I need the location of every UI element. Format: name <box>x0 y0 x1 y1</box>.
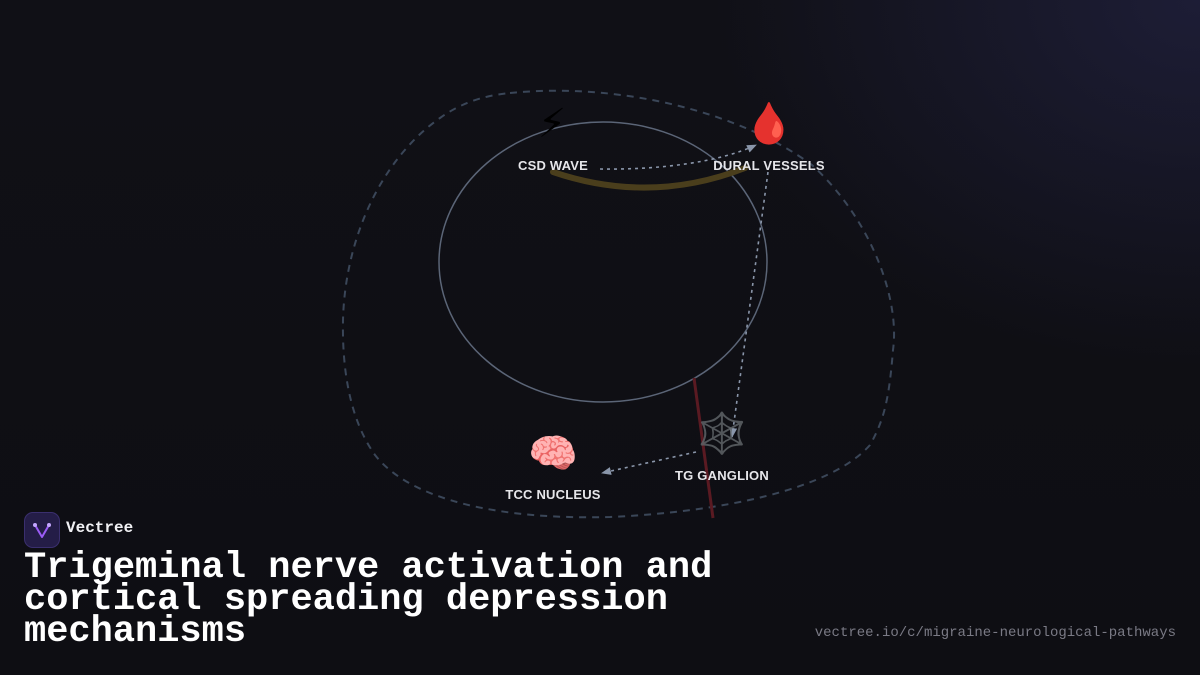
node-label-tg-ganglion: TG GANGLION <box>675 468 769 483</box>
outer-dashed-loop <box>341 89 895 519</box>
brain-icon: 🧠 <box>528 431 578 477</box>
vectree-logo-icon <box>24 512 60 548</box>
edge-dural-to-tg <box>729 171 769 438</box>
inner-loop <box>438 121 768 403</box>
brand-name: Vectree <box>66 519 134 537</box>
node-label-dural-vessels: DURAL VESSELS <box>713 158 825 173</box>
lightning-icon: ⚡ <box>537 101 567 147</box>
node-label-csd-wave: CSD WAVE <box>518 158 588 173</box>
red-trace-line <box>692 377 715 519</box>
node-label-tcc-nucleus: TCC NUCLEUS <box>505 487 601 502</box>
page-url[interactable]: vectree.io/c/migraine-neurological-pathw… <box>814 625 1176 641</box>
edge-tg-to-tcc <box>601 451 697 475</box>
blood-drop-icon: 🩸 <box>744 101 794 147</box>
csd-wave-arc <box>550 165 748 191</box>
page-title: Trigeminal nerve activation and cortical… <box>24 547 713 653</box>
spider-web-icon: 🕸️ <box>697 411 747 457</box>
